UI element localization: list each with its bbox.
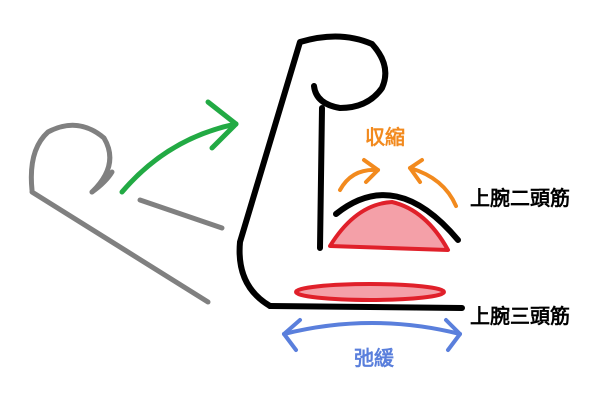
relaxation-label: 弛緩 — [354, 346, 394, 370]
triceps-label: 上腕三頭筋 — [470, 304, 570, 328]
extended-arm-lower-edge — [29, 189, 211, 305]
flexed-arm-outline — [236, 33, 465, 311]
contraction-label: 収縮 — [365, 125, 405, 149]
contraction-arrow-left — [338, 167, 380, 192]
movement-arrow — [119, 99, 239, 195]
biceps-label: 上腕二頭筋 — [470, 186, 570, 210]
biceps-muscle — [328, 200, 450, 252]
contraction-arrow-right — [408, 166, 458, 208]
relaxation-arrow — [282, 318, 462, 352]
extended-arm-fist-curl — [89, 169, 115, 195]
extended-arm-upper-edge — [137, 197, 225, 231]
extended-arm-outline — [28, 122, 225, 305]
triceps-muscle — [294, 282, 446, 302]
contraction-arrows — [338, 158, 458, 208]
extended-arm-fist — [28, 122, 113, 195]
